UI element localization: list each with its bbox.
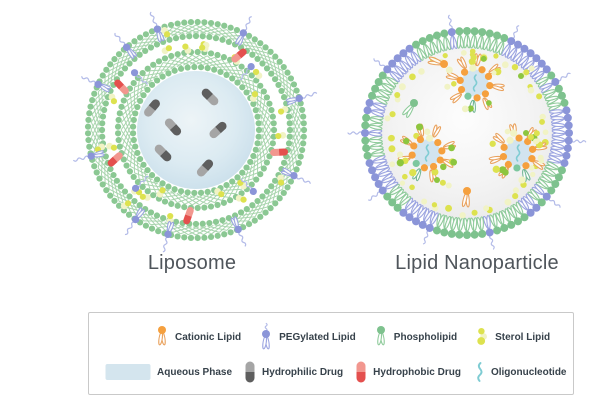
legend-item-label: Phospholipid: [393, 331, 458, 343]
cationic-lipid-icon: [155, 324, 169, 350]
legend-item-hydrophilic-drug: Hydrophilic Drug: [244, 360, 343, 384]
legend-item-sterol-lipid: Sterol Lipid: [475, 326, 550, 348]
hydrophilic-drug-icon: [244, 360, 256, 384]
legend-item-label: Oligonucleotide: [490, 366, 567, 378]
legend-item-oligonucleotide: Oligonucleotide: [473, 360, 567, 384]
legend-box: Cationic Lipid PEGylated Lipid Phospholi…: [88, 312, 574, 395]
pegylated-lipid-icon: [259, 322, 273, 352]
legend-item-cationic-lipid: Cationic Lipid: [155, 324, 241, 350]
liposome-diagram: [73, 11, 318, 253]
liposome-label: Liposome: [147, 252, 237, 274]
legend-item-label: Cationic Lipid: [175, 331, 242, 343]
legend-item-label: PEGylated Lipid: [279, 331, 356, 343]
lipid-nanoparticle-diagram: [347, 14, 587, 250]
hydrophobic-drug-icon: [355, 360, 367, 384]
legend-item-pegylated-lipid: PEGylated Lipid: [259, 322, 356, 352]
legend-item-hydrophobic-drug: Hydrophobic Drug: [355, 360, 461, 384]
legend-item-label: Hydrophilic Drug: [262, 366, 344, 378]
legend-item-aqueous-phase: Aqueous Phase: [105, 363, 232, 381]
legend-item-label: Sterol Lipid: [495, 331, 551, 343]
legend-item-phospholipid: Phospholipid: [374, 324, 457, 350]
aqueous-phase-icon: [105, 363, 151, 381]
legend-item-label: Aqueous Phase: [157, 366, 233, 378]
lipid-nanoparticle-label: Lipid Nanoparticle: [395, 252, 559, 274]
sterol-lipid-icon: [475, 326, 489, 348]
legend-row-1: Cationic Lipid PEGylated Lipid Phospholi…: [89, 319, 573, 355]
legend-row-2: Aqueous Phase Hydrophilic Drug Hydrophob…: [89, 355, 573, 389]
legend-item-label: Hydrophobic Drug: [373, 366, 461, 378]
oligonucleotide-icon: [473, 360, 485, 384]
phospholipid-icon: [374, 324, 388, 350]
